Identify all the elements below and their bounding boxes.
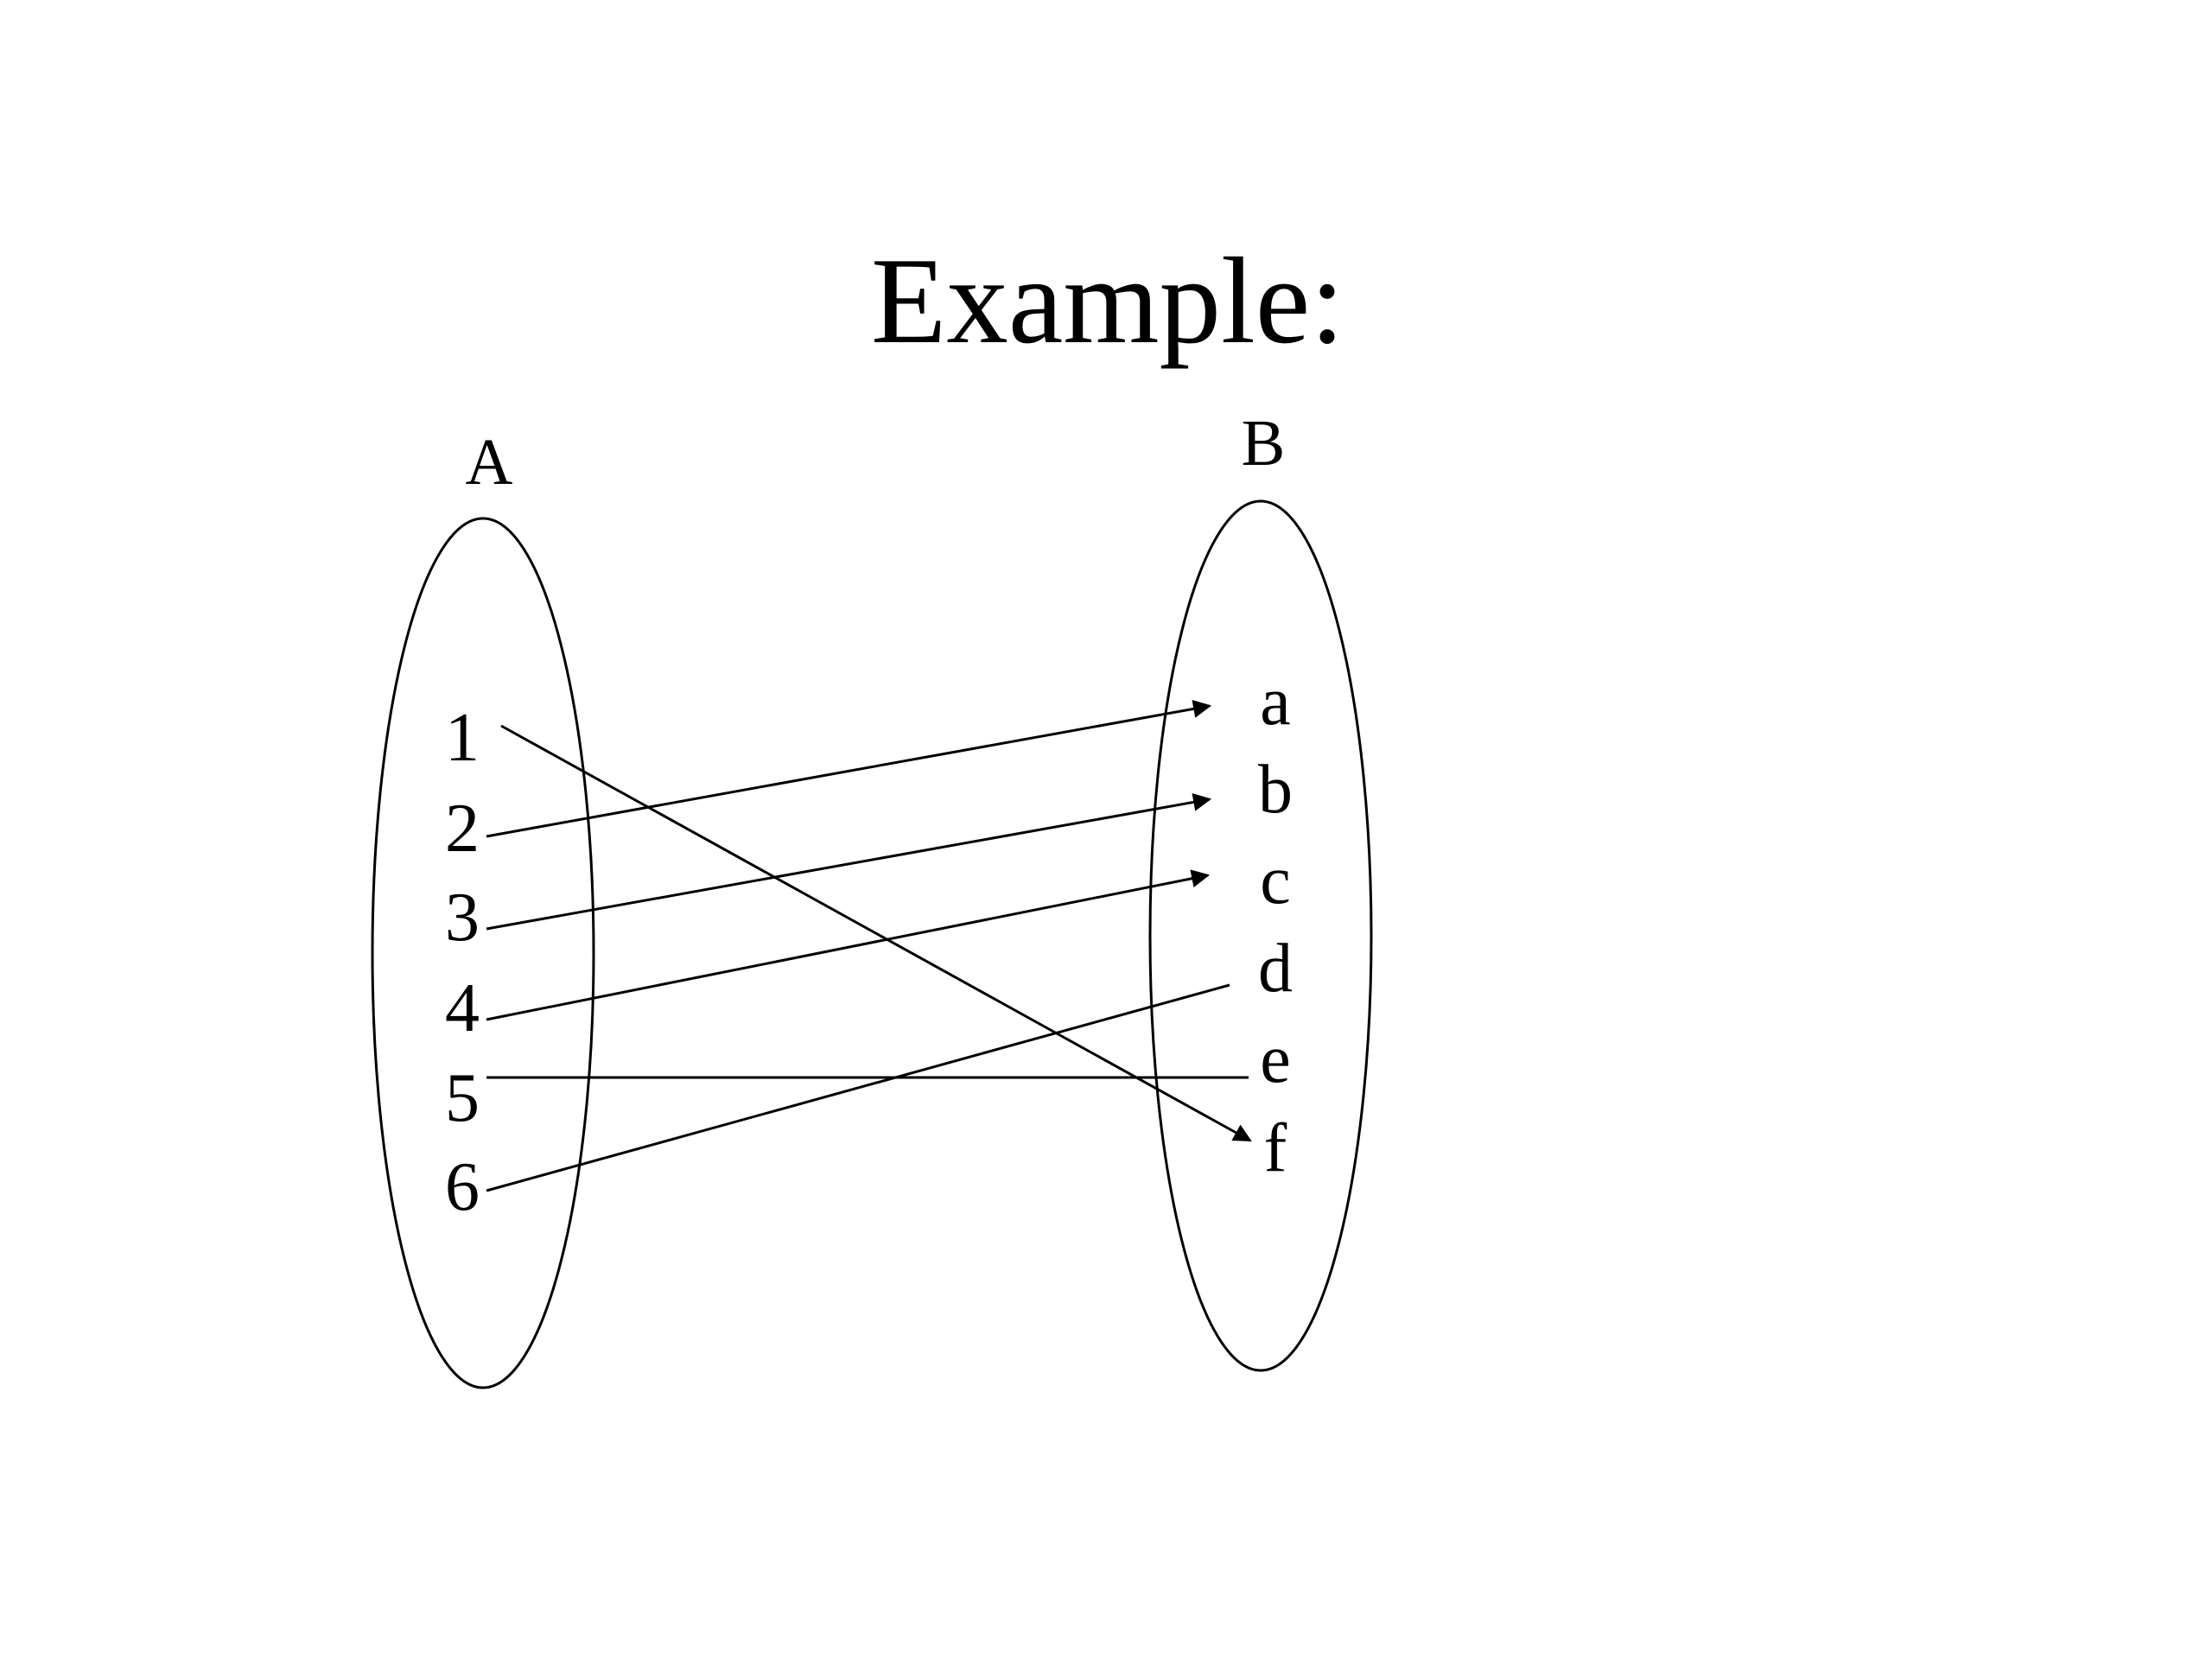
set-a-element: 6 <box>445 1149 480 1225</box>
set-a-label: A <box>466 426 513 499</box>
set-a-element: 5 <box>445 1060 480 1136</box>
set-b-element: c <box>1260 842 1291 918</box>
set-b-elements: a b c d e f <box>1258 664 1293 1186</box>
set-b-element: d <box>1258 931 1293 1007</box>
set-b-element: a <box>1260 664 1291 740</box>
set-a-element: 1 <box>445 700 480 776</box>
set-b-label: B <box>1242 407 1286 480</box>
mapping-arrow-2-a <box>486 700 1212 838</box>
set-a-element: 4 <box>445 970 480 1046</box>
set-a-element: 2 <box>445 791 480 867</box>
mapping-arrow-4-c <box>486 869 1211 1021</box>
mapping-line-6-d <box>486 983 1230 1192</box>
set-b-element: e <box>1260 1021 1291 1097</box>
set-a-ellipse <box>371 517 595 1389</box>
set-a-element: 3 <box>445 880 480 956</box>
mapping-arrow-3-b <box>486 792 1212 931</box>
mapping-lines <box>486 700 1252 1192</box>
set-b-element: f <box>1264 1110 1287 1186</box>
mapping-arrow-1-f <box>500 724 1252 1142</box>
page-title: Example: <box>871 232 1344 369</box>
set-a-elements: 1 2 3 4 5 6 <box>445 700 480 1225</box>
set-b-ellipse <box>1148 499 1373 1372</box>
set-b-element: b <box>1258 752 1293 828</box>
